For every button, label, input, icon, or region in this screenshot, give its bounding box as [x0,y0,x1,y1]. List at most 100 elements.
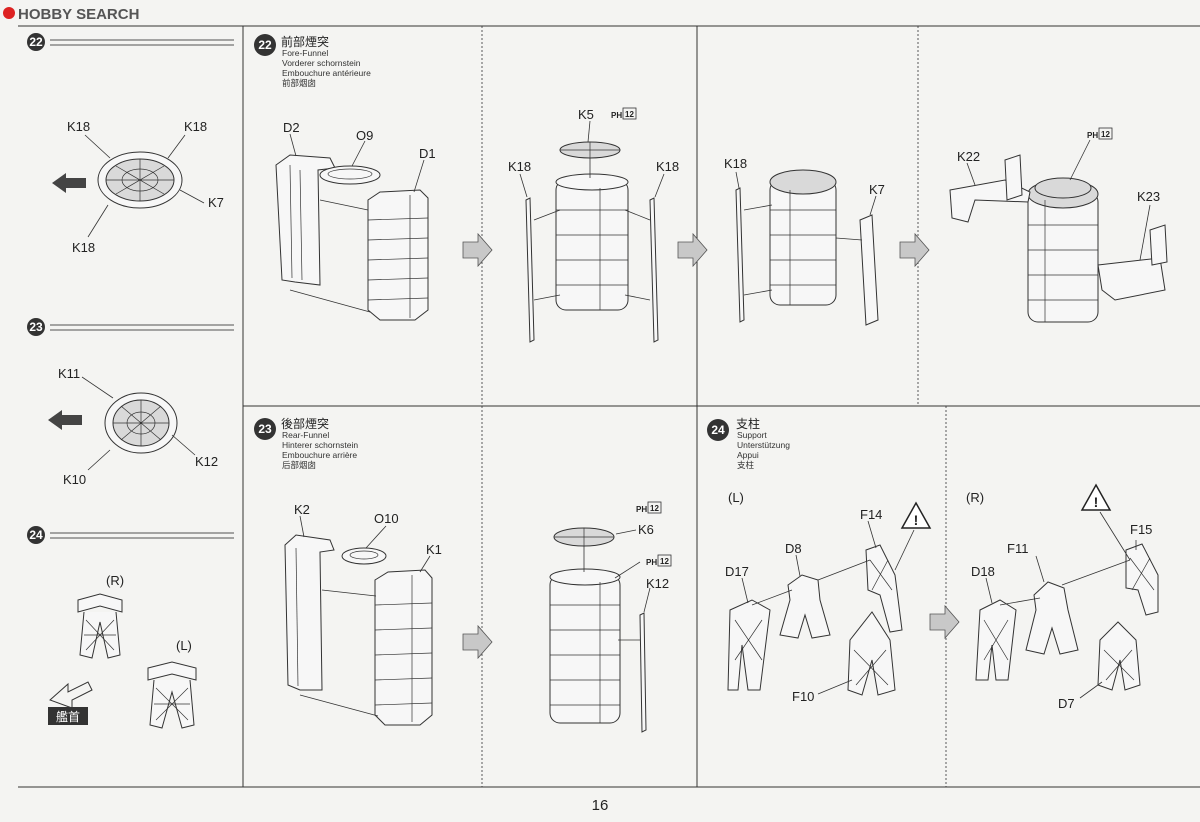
direction-arrow-icon [52,173,86,193]
step-badge [707,419,729,441]
next-step-arrow-icon [462,232,493,268]
step-24-header: 24 支柱 Support Unterstützung Appui 支柱 [707,416,790,470]
subtitle-cn: 后部烟囱 [282,460,316,470]
support-d8 [779,574,831,639]
svg-text:!: ! [1094,494,1099,510]
part-label: K18 [508,159,531,174]
ph-badge: PH 12 [636,501,662,514]
page-number: 16 [592,797,609,814]
part-label: K7 [869,182,885,197]
subtitle-cn: 前部烟囱 [282,78,316,88]
part-label: K18 [67,119,90,134]
part-label: K18 [184,119,207,134]
subtitle-cn: 支柱 [737,460,755,470]
ladder-k18-right [649,197,659,343]
direction-arrow-icon [48,410,82,430]
side-label: (R) [106,573,124,588]
funnel-body [555,179,629,311]
subtitle-de: Unterstützung [737,440,790,450]
support-f10 [847,611,896,696]
step-22-panel-3: K18 K7 [724,156,885,326]
subtitle-en: Rear-Funnel [282,430,329,440]
subtitle-en: Fore-Funnel [282,48,328,58]
next-step-arrow-icon [677,232,708,268]
step-badge [27,318,45,336]
funnel-cap-o10 [341,547,387,565]
bow-label: 艦首 [56,710,80,724]
funnel-half-k1 [374,569,433,726]
sidebar-step-24: 24 (R) (L) 艦首 [27,526,234,729]
part-label: K18 [724,156,747,171]
part-label: F11 [1007,541,1028,556]
funnel-half-d2 [275,154,336,286]
step-number: 22 [29,35,43,49]
caution-icon [900,501,932,529]
part-label: D18 [971,564,995,579]
step-23-panel-2: K6 K12 PH 12 PH 12 [549,501,672,733]
step-badge [27,33,45,51]
part-label: K1 [426,542,442,557]
support-f11 [1025,581,1079,655]
next-step-arrow-icon [462,624,493,660]
next-step-arrow-icon [899,232,930,268]
ph-badge: PH 12 [1087,127,1113,140]
part-label: O9 [356,128,373,143]
side-label: (L) [728,490,744,505]
side-label: (L) [176,638,192,653]
step-number: 23 [29,320,43,334]
svg-text:PH: PH [1087,131,1098,140]
part-label: K6 [638,522,654,537]
step-badge [27,526,45,544]
part-label: F10 [792,689,814,704]
part-label: K18 [72,240,95,255]
bow-badge [48,707,88,725]
support-l-preview [147,661,197,729]
platform-k23 [1097,257,1166,301]
funnel-half-d1 [367,189,429,321]
funnel-body [549,574,621,724]
sidebar-step-22: 22 K18 K18 K7 K18 [27,33,234,255]
part-label: K18 [656,159,679,174]
svg-text:12: 12 [625,110,634,119]
support-f15 [1125,543,1159,616]
part-label: F14 [860,507,882,522]
step-24-right-assembly: (R) ! F11 F15 D18 D7 [966,483,1159,711]
part-label: K7 [208,195,224,210]
funnel-body [1027,191,1099,323]
part-label: K12 [195,454,218,469]
svg-text:12: 12 [650,504,659,513]
part-label: K2 [294,502,310,517]
part-label: O10 [374,511,399,526]
subtitle-de: Hinterer schornstein [282,440,358,450]
svg-text:PH: PH [611,111,622,120]
subtitle-en: Support [737,430,767,440]
sidebar-step-23: 23 K11 K12 K10 [27,318,234,487]
part-label: D2 [283,120,300,135]
step-title: 後部煙突 [281,416,329,431]
part-label: D1 [419,146,436,161]
svg-text:PH: PH [636,505,647,514]
subtitle-de: Vorderer schornstein [282,58,361,68]
step-number: 24 [711,423,725,437]
ladder-k12 [639,612,647,733]
step-title: 支柱 [736,416,760,431]
step-number: 23 [258,422,272,436]
part-label: K10 [63,472,86,487]
funnel-body [769,179,837,306]
step-badge [254,34,276,56]
ph-badge: PH 12 [646,554,672,567]
subtitle-fr: Embouchure arrière [282,450,357,460]
logo-mark-icon [3,7,15,19]
step-22-header: 22 前部煙突 Fore-Funnel Vorderer schornstein… [254,34,371,88]
next-step-arrow-icon [929,604,960,640]
step-number: 22 [258,38,272,52]
support-d7 [1097,621,1141,691]
part-label: D8 [785,541,802,556]
funnel-half-k2 [284,534,335,691]
step-22-panel-2: K5 K18 K18 PH 12 [508,107,679,343]
step-24-left-assembly: (L) ! F14 D8 D17 F10 [725,490,932,704]
step-title: 前部煙突 [281,34,329,49]
ph-badge: PH 12 [611,107,637,120]
svg-text:12: 12 [660,557,669,566]
